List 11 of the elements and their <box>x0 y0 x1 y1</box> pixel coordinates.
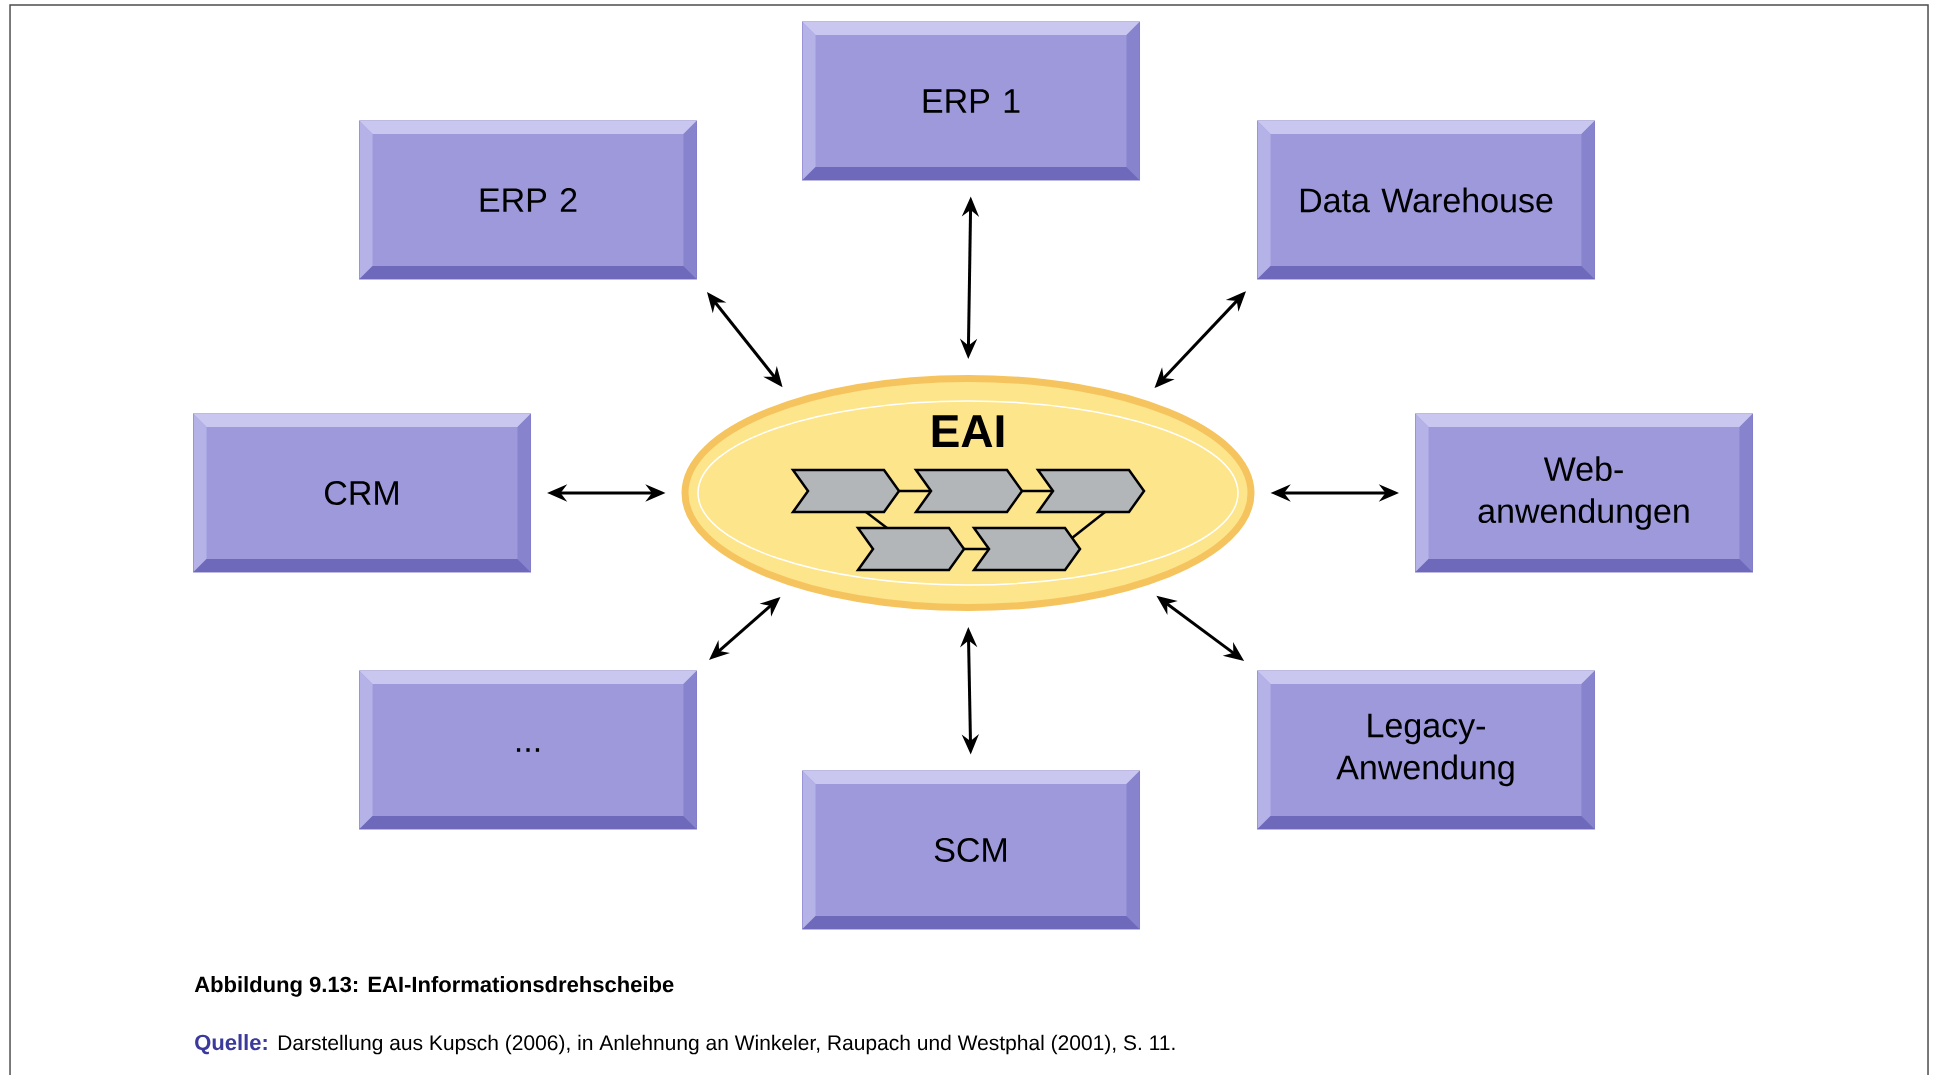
system-box: ERP 2 <box>359 120 697 280</box>
system-box: Legacy- Anwendung <box>1257 670 1595 830</box>
source-note: Darstellung aus Kupsch (2006), in Anlehnung an Winkeler, Raupach und Westphal (2001), S. 11. <box>278 1034 1175 1055</box>
figure-caption: Abbildung 9.13: EAI-Informationsdrehscheibe <box>194 976 674 997</box>
system-box: SCM <box>802 770 1140 930</box>
system-box: CRM <box>193 413 531 573</box>
system-box: ERP 1 <box>802 21 1140 181</box>
system-box: ... <box>359 670 697 830</box>
source-label: Quelle: <box>195 1034 267 1055</box>
system-box: Web- anwendungen <box>1415 413 1753 573</box>
system-box: Data Warehouse <box>1257 120 1595 280</box>
